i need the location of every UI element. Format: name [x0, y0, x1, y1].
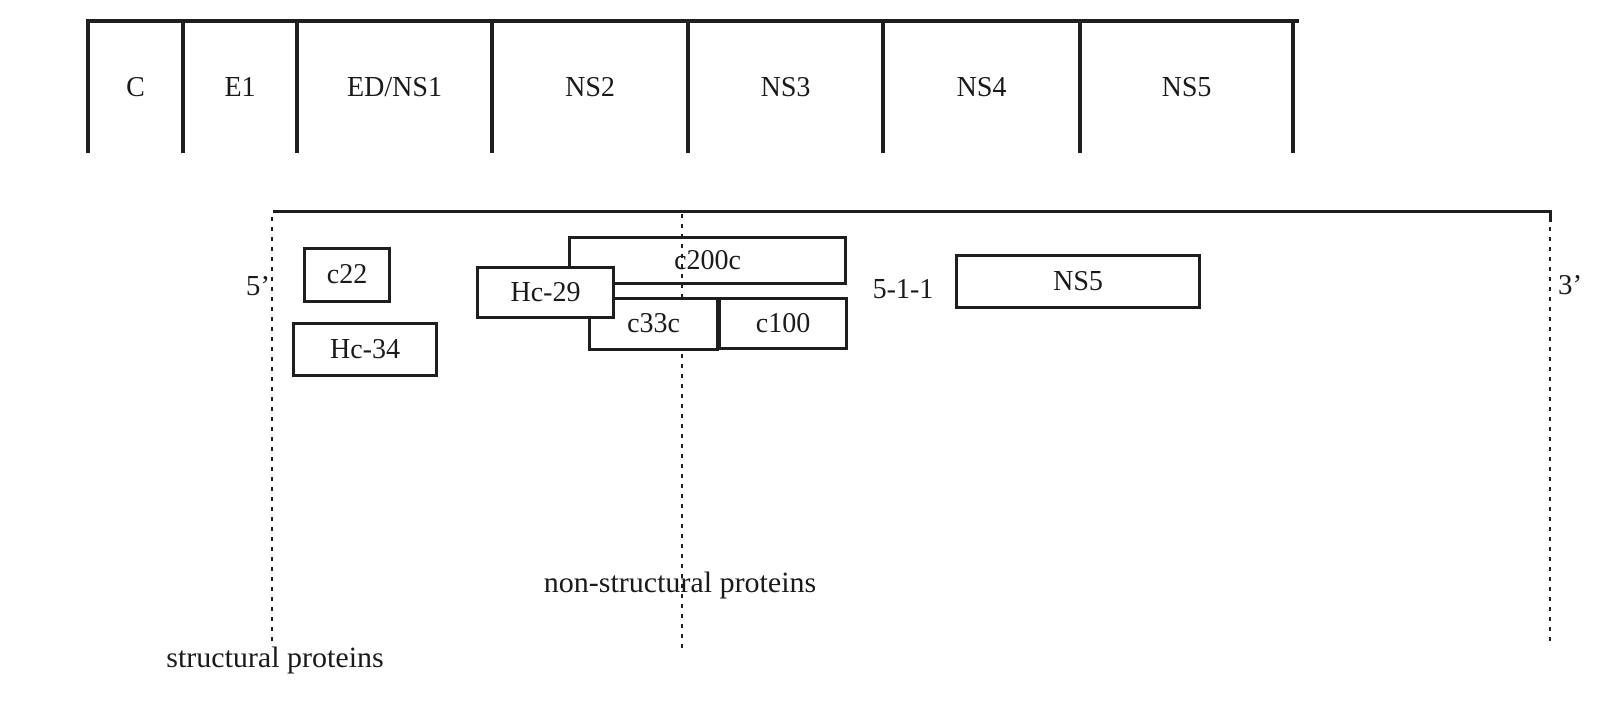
label-structural-proteins: structural proteins: [166, 641, 384, 674]
genome-segment-label: NS2: [565, 72, 615, 103]
dotted-line-3prime: [1549, 217, 1551, 643]
genome-bar: C E1 ED/NS1 NS2 NS3 NS4 NS5: [86, 19, 1299, 153]
dotted-line-structural-boundary: [681, 214, 683, 648]
genome-segment-label: E1: [224, 72, 256, 103]
genome-segment-label: ED/NS1: [347, 72, 442, 103]
genome-segment-ns4: NS4: [881, 23, 1078, 153]
genome-segment-ns5: NS5: [1078, 23, 1295, 153]
five-prime-label: 5’: [245, 270, 270, 302]
three-prime-label: 3’: [1558, 269, 1583, 301]
clone-box-hc34: Hc-34: [292, 322, 438, 377]
genome-segment-label: NS3: [760, 72, 811, 103]
clone-label: Hc-34: [330, 333, 400, 365]
genome-segment-ns3: NS3: [686, 23, 881, 153]
clone-label: NS5: [1053, 265, 1103, 297]
genome-segment-label: C: [126, 72, 145, 103]
genome-segment-label: NS4: [956, 72, 1007, 103]
clone-label: c200c: [674, 244, 741, 276]
genome-segment-e1: E1: [181, 23, 295, 153]
genome-baseline: [273, 210, 1552, 213]
clone-box-c22: c22: [303, 247, 391, 303]
clone-label: c33c: [627, 308, 680, 339]
clone-box-hc29: Hc-29: [476, 266, 615, 319]
clone-label: c100: [755, 307, 811, 339]
clone-box-c200c: c200c: [568, 236, 847, 285]
dotted-line-5prime: [271, 217, 273, 642]
clone-label: c22: [326, 259, 368, 290]
genome-segment-label: NS5: [1161, 72, 1212, 103]
genome-segment-ed-ns1: ED/NS1: [295, 23, 490, 153]
genome-segment-ns2: NS2: [490, 23, 686, 153]
clone-box-ns5: NS5: [955, 254, 1201, 309]
clone-box-c100: c100: [718, 297, 848, 350]
genome-segment-c: C: [86, 23, 181, 153]
baseline-right-tick: [1549, 210, 1552, 222]
clone-label-5-1-1: 5-1-1: [872, 274, 934, 305]
label-non-structural-proteins: non-structural proteins: [543, 566, 817, 599]
clone-label: Hc-29: [510, 276, 581, 308]
